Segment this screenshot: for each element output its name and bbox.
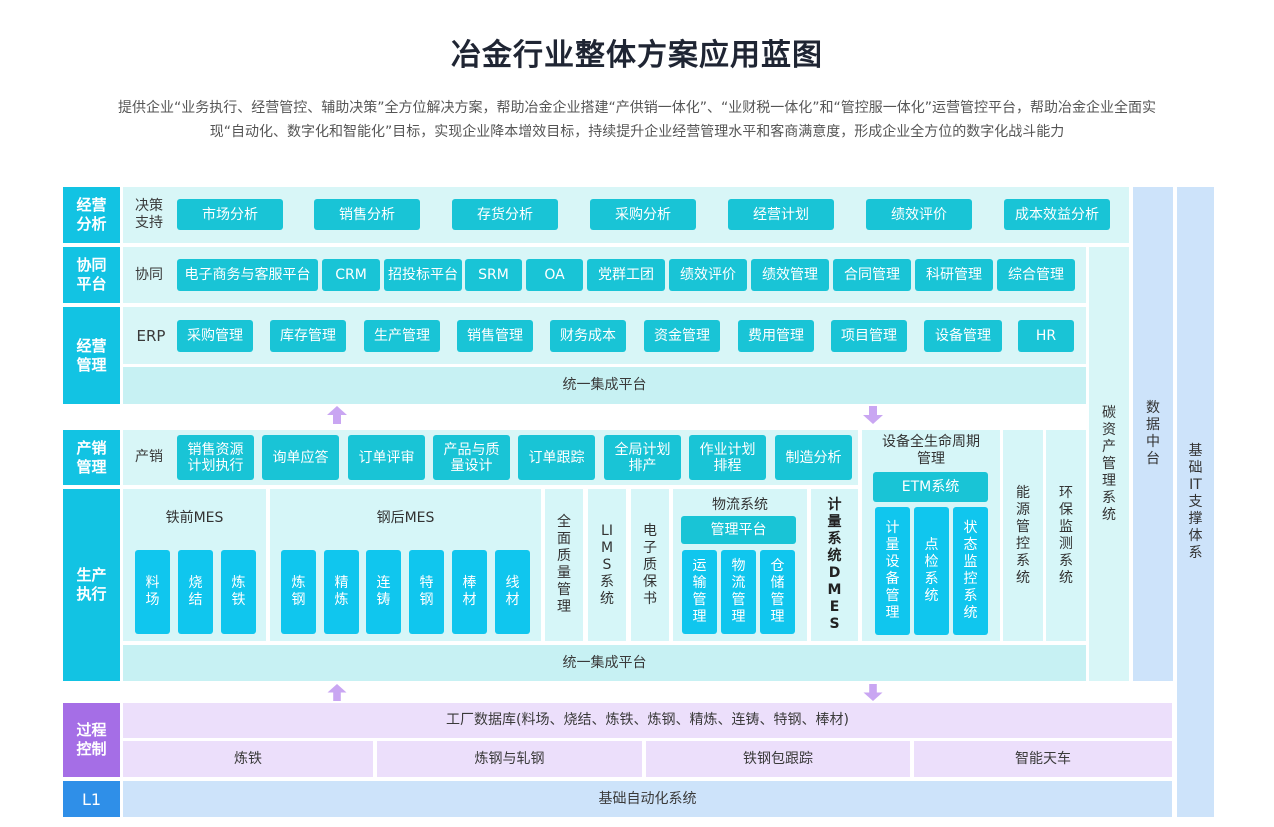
- it-support-label: 基础IT支撑体系: [1188, 442, 1203, 561]
- process-item: 炼钢与轧钢: [377, 741, 642, 777]
- collab-item: 党群工团: [587, 259, 665, 291]
- factory-database: 工厂数据库(料场、烧结、炼铁、炼钢、精炼、连铸、特钢、棒材): [123, 703, 1172, 738]
- erp-item: 费用管理: [738, 320, 814, 352]
- erp-item: HR: [1018, 320, 1074, 352]
- logistics-platform: 管理平台: [681, 516, 796, 544]
- arrow-up-icon: [327, 683, 347, 702]
- mes-pre-title: 铁前MES: [165, 510, 224, 526]
- process-item: 炼铁: [123, 741, 373, 777]
- arrow-up-icon: [327, 406, 347, 424]
- category-prodsales: 产销管理: [63, 430, 120, 485]
- erp-item: 销售管理: [457, 320, 533, 352]
- equipment-item: 计量设备管理: [875, 507, 910, 635]
- env-panel: 环保监测系统: [1046, 430, 1086, 641]
- prodsales-item: 作业计划排程: [689, 435, 766, 480]
- erp-item: 采购管理: [177, 320, 253, 352]
- category-process: 过程控制: [63, 703, 120, 777]
- analysis-row-label: 决策支持: [135, 198, 163, 231]
- energy-panel: 能源管控系统: [1003, 430, 1043, 641]
- arrow-down-icon: [863, 683, 883, 702]
- data-center-label: 数据中台: [1146, 400, 1160, 467]
- collab-item: OA: [526, 259, 583, 291]
- analysis-item: 成本效益分析: [1004, 199, 1110, 230]
- erp-item: 财务成本: [550, 320, 626, 352]
- lims-panel: LIMS系统: [588, 489, 626, 641]
- prodsales-item: 产品与质量设计: [433, 435, 510, 480]
- equipment-item: 点检系统: [914, 507, 949, 635]
- analysis-item: 采购分析: [590, 199, 696, 230]
- etm-system: ETM系统: [873, 472, 988, 502]
- category-exec: 生产执行: [63, 489, 120, 681]
- it-support-column: 基础IT支撑体系: [1177, 187, 1214, 817]
- e-quality-panel: 电子质保书: [631, 489, 669, 641]
- prodsales-item: 全局计划排产: [604, 435, 681, 480]
- mes-pre-item: 烧结: [178, 550, 213, 634]
- mes-post-title: 钢后MES: [376, 510, 435, 526]
- category-collab: 协同平台: [63, 247, 120, 303]
- analysis-item: 存货分析: [452, 199, 558, 230]
- equipment-item: 状态监控系统: [953, 507, 988, 635]
- mes-post-item: 炼钢: [281, 550, 316, 634]
- collab-item: 招投标平台: [384, 259, 462, 291]
- logistics-title: 物流系统: [712, 497, 768, 513]
- erp-item: 生产管理: [364, 320, 440, 352]
- arrow-down-icon: [863, 406, 883, 424]
- collab-item: SRM: [465, 259, 522, 291]
- erp-row-label: ERP: [136, 326, 166, 345]
- analysis-item: 市场分析: [177, 199, 283, 230]
- dmes-panel: 计量系统DMES: [811, 489, 858, 641]
- logistics-item: 仓储管理: [760, 550, 795, 634]
- category-l1: L1: [63, 781, 120, 817]
- mes-post-item: 棒材: [452, 550, 487, 634]
- collab-item: 合同管理: [833, 259, 911, 291]
- prodsales-item: 销售资源计划执行: [177, 435, 254, 480]
- collab-item: 绩效评价: [669, 259, 747, 291]
- mes-post-item: 精炼: [324, 550, 359, 634]
- page-description: 提供企业“业务执行、经营管控、辅助决策”全方位解决方案，帮助冶金企业搭建“产供销…: [117, 100, 1157, 140]
- mes-post-item: 特钢: [409, 550, 444, 634]
- prodsales-item: 询单应答: [262, 435, 339, 480]
- carbon-column: 碳资产管理系统: [1089, 247, 1129, 681]
- quality-management-panel: 全面质量管理: [545, 489, 583, 641]
- carbon-label: 碳资产管理系统: [1102, 404, 1116, 523]
- collab-item: 科研管理: [915, 259, 993, 291]
- data-center-column: 数据中台: [1133, 187, 1173, 681]
- analysis-item: 经营计划: [728, 199, 834, 230]
- process-item: 铁钢包跟踪: [646, 741, 910, 777]
- prodsales-item: 制造分析: [775, 435, 852, 480]
- erp-item: 设备管理: [924, 320, 1002, 352]
- collab-item: 绩效管理: [751, 259, 829, 291]
- mes-pre-item: 料场: [135, 550, 170, 634]
- logistics-item: 运输管理: [682, 550, 717, 634]
- erp-item: 资金管理: [644, 320, 720, 352]
- category-mgmt: 经营管理: [63, 307, 120, 404]
- process-item: 智能天车: [914, 741, 1172, 777]
- prodsales-row-label: 产销: [135, 449, 163, 465]
- integration-platform-top: 统一集成平台: [123, 367, 1086, 404]
- basic-automation: 基础自动化系统: [123, 781, 1172, 817]
- page-title: 冶金行业整体方案应用蓝图: [451, 38, 823, 73]
- equipment-title: 设备全生命周期管理: [882, 434, 980, 467]
- mes-pre-item: 炼铁: [221, 550, 256, 634]
- prodsales-item: 订单跟踪: [518, 435, 595, 480]
- logistics-item: 物流管理: [721, 550, 756, 634]
- collab-item: 电子商务与客服平台: [177, 259, 318, 291]
- category-analysis: 经营分析: [63, 187, 120, 243]
- analysis-item: 销售分析: [314, 199, 420, 230]
- integration-platform-bottom: 统一集成平台: [123, 645, 1086, 681]
- erp-item: 库存管理: [270, 320, 346, 352]
- collab-item: 综合管理: [997, 259, 1075, 291]
- collab-item: CRM: [322, 259, 380, 291]
- mes-post-item: 连铸: [366, 550, 401, 634]
- collab-row-label: 协同: [135, 266, 163, 283]
- erp-item: 项目管理: [831, 320, 907, 352]
- analysis-item: 绩效评价: [866, 199, 972, 230]
- mes-post-item: 线材: [495, 550, 530, 634]
- prodsales-item: 订单评审: [348, 435, 425, 480]
